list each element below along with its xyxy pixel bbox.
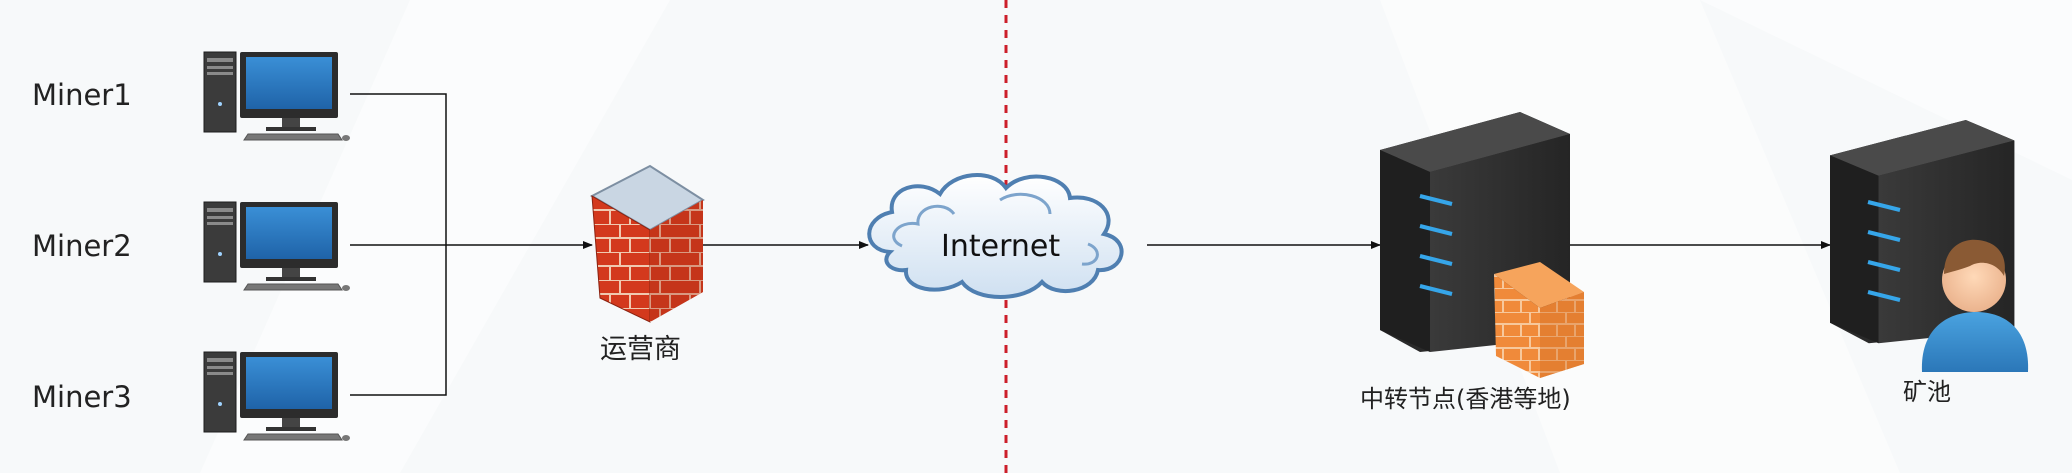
miner3-label: Miner3 xyxy=(32,380,132,414)
miner2-node: Miner2 xyxy=(32,201,351,292)
cloud-icon xyxy=(867,173,1124,299)
miner1-node: Miner1 xyxy=(32,51,351,142)
desktop-computer-icon xyxy=(203,51,351,142)
connector-lines xyxy=(350,93,1831,396)
miner1-label: Miner1 xyxy=(32,78,132,112)
relay-node: 中转节点(香港等地) xyxy=(1360,112,1584,413)
internet-node: Internet xyxy=(867,173,1124,299)
relay-label: 中转节点(香港等地) xyxy=(1360,385,1571,413)
user-icon xyxy=(1921,239,2029,372)
server-with-firewall-icon xyxy=(1380,112,1584,378)
firewall-icon xyxy=(1494,262,1584,378)
pool-label: 矿池 xyxy=(1903,378,1951,406)
pool-node: 矿池 xyxy=(1830,120,2029,406)
miner3-node: Miner3 xyxy=(32,351,351,442)
server-led-strips xyxy=(1867,200,1901,302)
server-led-strips xyxy=(1419,194,1453,296)
miner2-label: Miner2 xyxy=(32,229,132,263)
isp-label: 运营商 xyxy=(600,334,681,365)
server-with-user-icon xyxy=(1830,120,2029,372)
internet-label: Internet xyxy=(941,229,1060,264)
isp-node: 运营商 xyxy=(589,164,705,365)
firewall-icon xyxy=(589,164,705,323)
background-facets xyxy=(200,0,2072,473)
